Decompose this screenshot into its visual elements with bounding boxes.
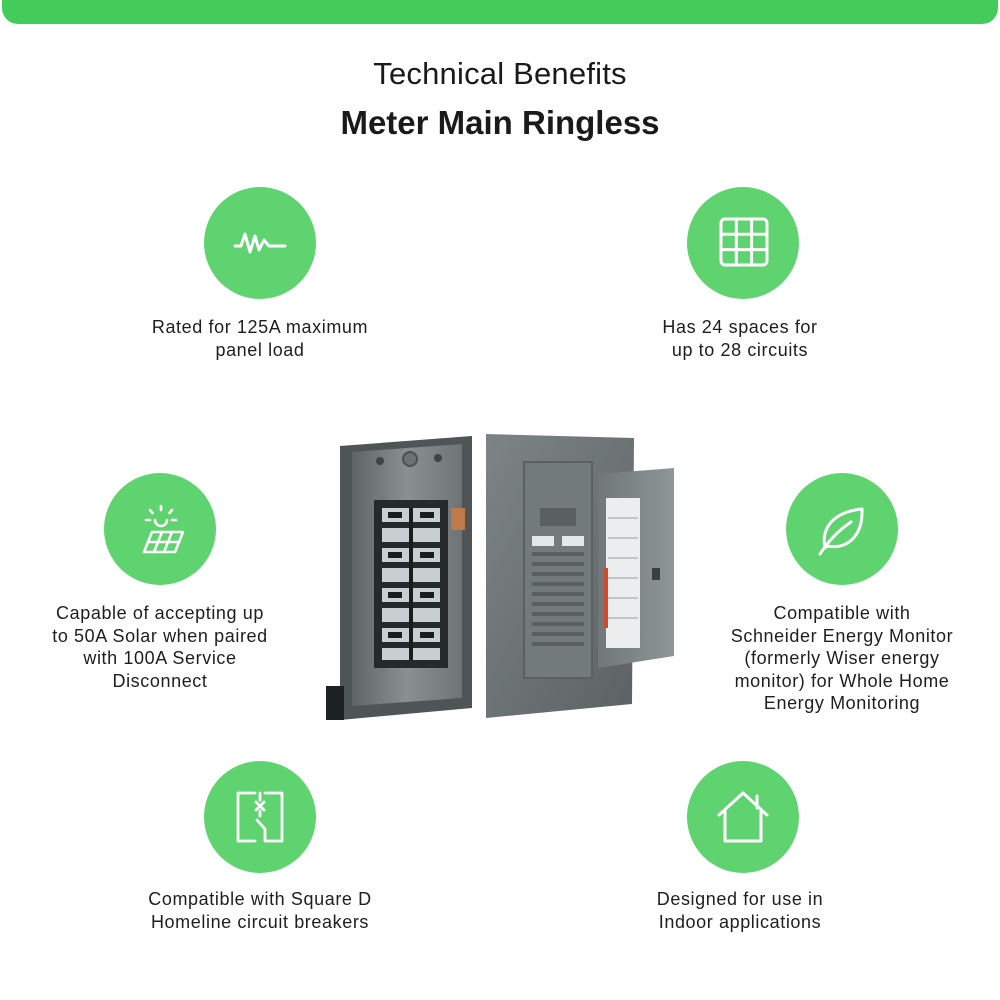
top-accent-bar xyxy=(2,0,998,24)
breaker-icon xyxy=(204,761,316,873)
caption-line: Energy Monitoring xyxy=(763,693,921,713)
page-title: Technical Benefits xyxy=(373,56,627,91)
caption-line: Designed for use in xyxy=(656,889,824,909)
caption-line: Indoor applications xyxy=(658,911,822,932)
grid-icon xyxy=(687,187,799,299)
caption-line: panel load xyxy=(215,339,305,360)
page-subtitle: Meter Main Ringless xyxy=(340,104,660,141)
caption-line: Rated for 125A maximum xyxy=(151,317,369,337)
pulse-icon xyxy=(204,187,316,299)
feature-caption-solar: Capable of accepting up to 50A Solar whe… xyxy=(20,602,300,692)
caption-line: Compatible with Square D xyxy=(148,889,372,909)
caption-line: monitor) for Whole Home xyxy=(734,670,950,691)
caption-line: up to 28 circuits xyxy=(671,339,809,360)
feature-caption-monitor: Compatible with Schneider Energy Monitor… xyxy=(696,602,988,715)
caption-line: (formerly Wiser energy xyxy=(744,648,940,668)
solar-panel-icon xyxy=(104,473,216,585)
feature-caption-spaces: Has 24 spaces for up to 28 circuits xyxy=(590,316,890,361)
caption-line: Disconnect xyxy=(112,670,208,691)
caption-line: Compatible with xyxy=(773,603,911,623)
load-center-panel-image xyxy=(318,428,684,728)
feature-caption-indoor: Designed for use in Indoor applications xyxy=(590,888,890,933)
caption-line: to 50A Solar when paired xyxy=(52,625,268,646)
feature-caption-breakers: Compatible with Square D Homeline circui… xyxy=(110,888,410,933)
caption-line: Homeline circuit breakers xyxy=(150,911,370,932)
caption-line: Has 24 spaces for xyxy=(662,317,818,337)
feature-caption-load: Rated for 125A maximum panel load xyxy=(110,316,410,361)
caption-line: Schneider Energy Monitor xyxy=(730,625,954,646)
house-icon xyxy=(687,761,799,873)
leaf-icon xyxy=(786,473,898,585)
caption-line: Capable of accepting up xyxy=(56,603,264,623)
caption-line: with 100A Service xyxy=(83,648,237,668)
